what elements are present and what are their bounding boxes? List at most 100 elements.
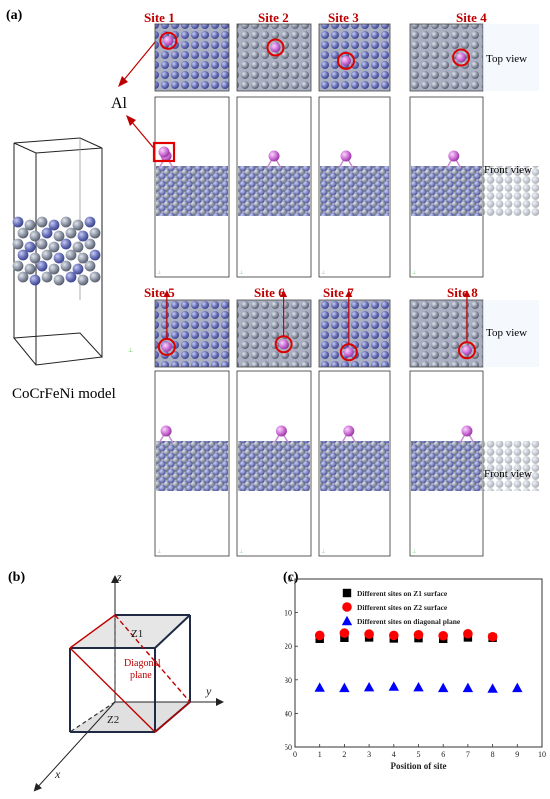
model-label: CoCrFeNi model xyxy=(12,386,116,402)
site-pointer-head xyxy=(463,290,471,297)
bulk-atom xyxy=(77,252,89,264)
legend-marker-3 xyxy=(341,615,353,626)
svg-text:⊥: ⊥ xyxy=(239,270,243,276)
legend-marker-1 xyxy=(342,588,352,598)
bulk-atom xyxy=(48,219,60,231)
al-atom xyxy=(278,339,289,350)
slab-atoms-blue xyxy=(156,441,228,491)
x-tick-label: 2 xyxy=(342,750,346,759)
z1-face xyxy=(70,615,190,648)
data-point-series-3 xyxy=(339,682,350,693)
panel-label-b: (b) xyxy=(8,570,26,585)
x-tick-label: 0 xyxy=(293,750,297,759)
y-tick-label: -40 xyxy=(285,709,292,718)
bulk-atom xyxy=(60,216,72,228)
site-pointer-head xyxy=(345,290,353,297)
top-view-image xyxy=(318,23,391,92)
bulk-atom xyxy=(72,241,84,253)
al-atom xyxy=(161,341,172,352)
bulk-atom xyxy=(53,252,65,264)
x-tick-label: 3 xyxy=(367,750,371,759)
bulk-atom xyxy=(24,219,36,231)
top-view-image xyxy=(154,299,230,368)
site-label-1: Site 1 xyxy=(144,10,175,25)
bulk-atom xyxy=(17,271,29,283)
diagonal-plane xyxy=(69,614,191,733)
bulk-atom xyxy=(89,271,101,283)
front-view-row-1: ⊥⊥⊥⊥ xyxy=(152,96,539,278)
plane-label-1: Diagonal xyxy=(124,658,161,669)
site-label-5: Site 5 xyxy=(144,285,175,300)
bulk-atom xyxy=(36,260,48,272)
bulk-atom xyxy=(29,230,41,242)
top-view-image xyxy=(236,299,312,368)
x-tick-label: 6 xyxy=(441,750,445,759)
bulk-atom xyxy=(53,230,65,242)
bulk-atom xyxy=(53,274,65,286)
bulk-atom xyxy=(17,249,29,261)
bulk-atom xyxy=(77,230,89,242)
y-tick-label: -50 xyxy=(285,743,292,752)
slab-atoms-blue xyxy=(238,441,310,491)
bulk-atom xyxy=(84,216,96,228)
al-atom-side xyxy=(268,150,280,162)
slab-atoms-blue xyxy=(320,441,389,491)
bulk-atom xyxy=(89,249,101,261)
bulk-atom xyxy=(60,260,72,272)
data-point-series-2 xyxy=(413,629,424,640)
bulk-atom xyxy=(17,227,29,239)
data-point-series-2 xyxy=(463,628,473,639)
site-label-6: Site 6 xyxy=(254,285,285,300)
front-view-label-2: Front view xyxy=(484,468,532,480)
slab-atoms-blue xyxy=(411,166,482,216)
top-view-image xyxy=(409,299,484,368)
bulk-atom xyxy=(12,216,24,228)
bulk-atom xyxy=(12,260,24,272)
al-atom xyxy=(163,35,174,46)
top-view-image xyxy=(236,23,312,92)
svg-text:⊥: ⊥ xyxy=(412,270,416,276)
top-view-label-1: Top view xyxy=(486,53,528,65)
x-tick-label: 1 xyxy=(318,750,322,759)
data-point-series-3 xyxy=(438,682,449,693)
plane-label-2: plane xyxy=(130,670,152,681)
x-tick-label: 7 xyxy=(466,750,470,759)
top-view-row-1 xyxy=(154,23,539,92)
svg-text:⊥: ⊥ xyxy=(157,549,161,555)
site-label-3: Site 3 xyxy=(328,10,359,25)
x-axis-label: x xyxy=(54,767,61,781)
svg-text:⊥: ⊥ xyxy=(321,549,325,555)
bulk-atom xyxy=(84,238,96,250)
al-atom-side xyxy=(340,150,352,162)
al-pointer-arrows xyxy=(118,35,161,153)
bulk-model: ⊥ xyxy=(12,137,133,366)
site-label-4: Site 4 xyxy=(456,10,487,25)
site-marker-circle xyxy=(452,48,471,67)
data-point-series-3 xyxy=(487,683,498,693)
bulk-atom xyxy=(41,227,53,239)
legend-label-2: Different sites on Z2 surface xyxy=(357,603,448,612)
bulk-atom xyxy=(36,216,48,228)
top-view-row-2 xyxy=(154,290,539,368)
site-label-2: Site 2 xyxy=(258,10,289,25)
al-atom xyxy=(343,347,354,358)
site-marker-circle xyxy=(159,31,178,50)
x-axis-title: Position of site xyxy=(391,761,447,771)
x-tick-label: 5 xyxy=(417,750,421,759)
bulk-atom xyxy=(36,238,48,250)
bulk-atom xyxy=(29,252,41,264)
cube-diagram: z y x Z1 Z2 Diagonal plane xyxy=(33,570,224,792)
data-point-series-3 xyxy=(413,681,424,692)
bulk-atom xyxy=(60,238,72,250)
y-tick-label: 0 xyxy=(288,575,292,584)
bulk-atom xyxy=(24,263,36,275)
site-pointer-head xyxy=(163,290,171,297)
svg-text:⊥: ⊥ xyxy=(239,549,243,555)
svg-text:⊥: ⊥ xyxy=(412,549,416,555)
site-label-8: Site 8 xyxy=(447,285,478,300)
data-point-series-3 xyxy=(314,682,325,692)
top-view-image xyxy=(154,23,230,92)
legend-label-1: Different sites on Z1 surface xyxy=(357,589,448,598)
bulk-atom xyxy=(48,263,60,275)
